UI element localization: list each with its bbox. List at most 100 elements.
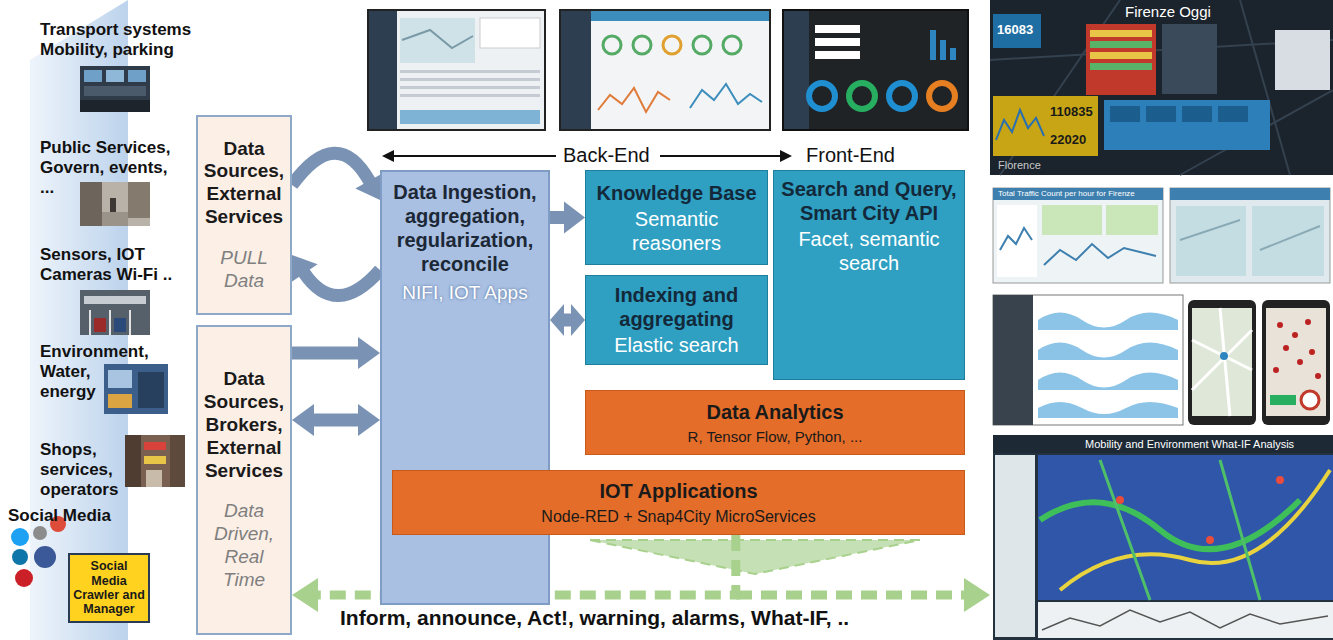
screenshot-weather: [993, 295, 1183, 425]
arrow-head: [292, 404, 314, 436]
screenshot-monitoring: [560, 10, 770, 130]
screenshot-phone: [1220, 352, 1228, 360]
screenshot-weather: [1038, 313, 1178, 331]
screenshot-parking: [1180, 220, 1320, 250]
output-arrow: [964, 578, 990, 612]
source-photo: [80, 182, 150, 226]
screenshot-traffic: [997, 205, 1037, 277]
source-photo: [80, 182, 102, 226]
connector-line: [550, 211, 565, 224]
tier-label: Back-End: [563, 144, 650, 168]
screenshot-city-dashboard: [1090, 63, 1152, 70]
source-photo: [125, 435, 141, 487]
screenshot-city-dashboard: [1146, 106, 1176, 122]
applications-box: IOT ApplicationsNode-RED + Snap4City Mic…: [392, 470, 965, 535]
social-icons: [11, 516, 66, 587]
screenshot-what-if-map: [1276, 476, 1284, 484]
screenshot-city-dashboard: [993, 14, 1041, 48]
source-photo: [125, 435, 185, 487]
screenshot-city-dashboard: [1275, 30, 1330, 90]
source-photo: [108, 394, 132, 408]
output-caption: Inform, announce, Act!, warning, alarms,…: [340, 606, 849, 631]
screenshot-what-if-map: [1116, 496, 1124, 504]
connector: [292, 153, 383, 200]
screenshot-traffic: [1044, 244, 1156, 265]
screenshot-phone: [1188, 300, 1256, 425]
screenshot-weather: [993, 295, 1183, 425]
screenshot-data-inspector: [369, 11, 397, 129]
screenshot-parking: [1170, 188, 1330, 283]
output-arrow: [590, 540, 920, 574]
box-subtitle: NIFI, IOT Apps: [402, 282, 527, 305]
screenshot-analysis: [929, 83, 955, 109]
source-category-label: Sensors, IOT Cameras Wi-Fi ..: [40, 245, 190, 285]
screenshot-city-dashboard: [990, 0, 1333, 175]
screenshot-city-dashboard: [996, 110, 1044, 140]
screenshot-data-inspector: [400, 78, 540, 81]
box-subtitle: R, Tensor Flow, Python, ...: [688, 428, 863, 446]
social-icons: [11, 528, 29, 546]
screenshot-monitoring: [598, 88, 670, 112]
source-photo: [128, 182, 150, 218]
process-box: Knowledge BaseSemantic reasoners: [585, 170, 768, 265]
back-end-arrows: [382, 150, 394, 162]
screenshot-what-if-map: [1042, 610, 1328, 630]
screenshot-what-if-map: [1038, 455, 1333, 600]
screenshot-phone: [1192, 308, 1252, 416]
screenshot-monitoring: [693, 36, 711, 54]
box-title: Knowledge Base: [596, 181, 756, 205]
source-photo: [129, 310, 131, 335]
screenshot-analysis: [889, 83, 915, 109]
connector-line: [292, 347, 359, 360]
screenshot-monitoring: [603, 36, 621, 54]
screenshot-caption: Florence: [998, 159, 1041, 172]
source-photo: [89, 310, 91, 335]
data-source-box: Data Sources, Brokers, External Services…: [196, 325, 292, 635]
source-photo: [80, 290, 150, 335]
social-icons: [34, 546, 56, 568]
screenshot-analysis: [809, 83, 835, 109]
screenshot-city-dashboard: [990, 0, 1333, 175]
box-title: Data Sources, External Services: [201, 138, 287, 229]
screenshot-weather: [1038, 402, 1178, 418]
box-title: Data Ingestion, aggregation, regularizat…: [388, 180, 542, 276]
ingestion-box: Data Ingestion, aggregation, regularizat…: [380, 170, 550, 605]
box-title: IOT Applications: [599, 479, 757, 503]
source-photo: [128, 70, 146, 82]
screenshot-data-inspector: [400, 18, 475, 63]
screenshot-city-dashboard: [1086, 24, 1156, 95]
connector: [550, 202, 585, 234]
source-photo: [109, 310, 111, 335]
screenshot-monitoring: [561, 11, 591, 129]
screenshot-data-inspector: [400, 70, 540, 73]
screenshot-data-inspector: [480, 18, 540, 48]
screenshot-phone: [1301, 391, 1319, 409]
source-photo: [104, 364, 168, 414]
screenshot-phone: [1297, 359, 1303, 365]
arrow-head: [292, 578, 318, 612]
source-photo: [102, 212, 128, 226]
box-subtitle: Data Driven, Real Time: [201, 500, 287, 591]
source-photo: [94, 318, 106, 332]
source-category-label: Environment, Water, energy: [40, 342, 120, 402]
connector-line: [563, 314, 572, 327]
screenshot-what-if-map: [993, 435, 1333, 640]
arrow-head: [291, 255, 317, 282]
screenshot-analysis: [815, 38, 860, 46]
screenshot-data-inspector: [400, 110, 540, 124]
screenshot-what-if-map: [1060, 470, 1330, 590]
screenshot-phone: [1262, 300, 1330, 425]
screenshot-phone: [1277, 322, 1283, 328]
screenshot-traffic: [993, 188, 1163, 283]
screenshot-monitoring: [663, 36, 681, 54]
screenshot-parking: [1176, 206, 1246, 276]
source-photo: [146, 470, 162, 487]
back-end-arrows: [660, 155, 782, 157]
source-photo: [80, 66, 150, 112]
source-photo: [110, 198, 116, 212]
screenshot-phone: [1273, 367, 1279, 373]
box-subtitle: Elastic search: [614, 333, 739, 357]
box-title: Indexing and aggregating: [591, 283, 762, 331]
screenshot-city-dashboard: [1182, 106, 1212, 122]
